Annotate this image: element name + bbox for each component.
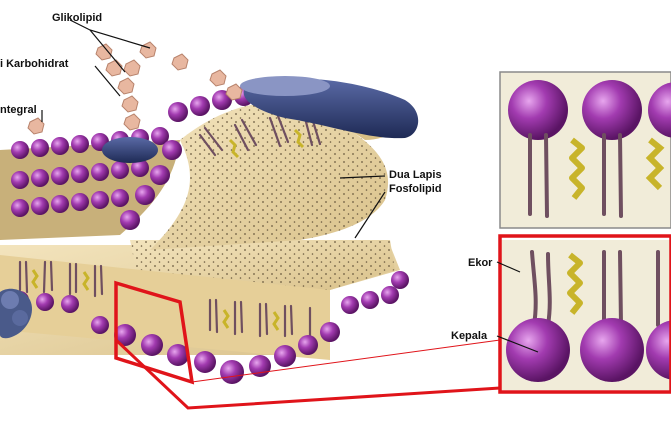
zoom-panel-bottom: [500, 240, 671, 390]
label-ekor: Ekor: [468, 257, 492, 269]
label-fosfolipid: Fosfolipid: [389, 183, 442, 195]
membrane-illustration: [0, 97, 415, 360]
label-kepala: Kepala: [451, 330, 487, 342]
label-karbohidrat: i Karbohidrat: [0, 58, 68, 70]
zoom-panel-top: [500, 72, 671, 228]
label-glikolipid: Glikolipid: [52, 12, 102, 24]
peripheral-protein: [102, 137, 158, 163]
label-dua-lapis: Dua Lapis: [389, 169, 442, 181]
label-integral: ntegral: [0, 104, 37, 116]
